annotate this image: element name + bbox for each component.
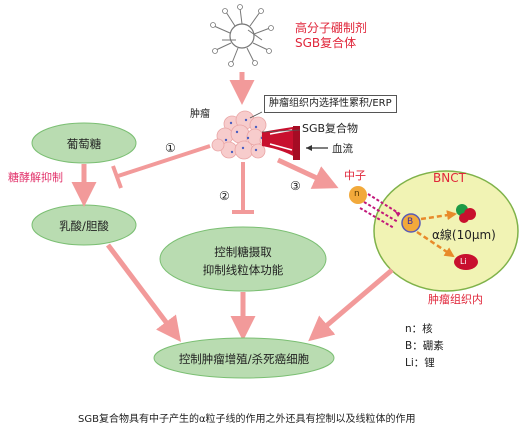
neutron-label: 中子 xyxy=(344,169,366,182)
result-oval xyxy=(153,337,335,379)
uptake-control-oval xyxy=(159,226,327,292)
step-3: ③ xyxy=(290,179,301,193)
figure-caption: SGB复合物具有中子产生的α粒子线的作用之外还具有控制以及线粒体的作用 xyxy=(78,414,416,425)
alpha-particle-icon xyxy=(456,204,476,223)
lithium-arrow xyxy=(416,230,455,258)
boron-symbol: B xyxy=(407,217,414,227)
polymer-compound-icon xyxy=(210,4,274,67)
epr-box: 肿瘤组织内选择性累积/ERP xyxy=(264,95,397,113)
legend-b: B：硼素 xyxy=(405,340,444,352)
lactate-label: 乳酸/胆酸 xyxy=(59,219,109,233)
neutron-icon xyxy=(349,186,367,204)
glucose-label: 葡萄糖 xyxy=(66,137,102,151)
uptake-control-line1: 控制糖摄取 xyxy=(214,245,272,259)
compound-name: 高分子硼制剂 xyxy=(295,21,368,35)
alpha-ray-label: α線(10μm) xyxy=(432,228,496,242)
tumor-tissue-label: 肿瘤组织内 xyxy=(428,293,483,306)
uptake-control-line2: 抑制线粒体功能 xyxy=(202,263,284,277)
lithium-symbol: Li xyxy=(460,257,467,266)
alpha-ray-arrow xyxy=(420,210,457,221)
arrow-lactate-to-result xyxy=(106,243,182,342)
lithium-icon xyxy=(454,254,478,270)
boron-icon xyxy=(401,213,421,233)
legend-li: Li：锂 xyxy=(405,357,435,369)
step-1: ① xyxy=(165,141,176,155)
sgb-label: SGB复合物 xyxy=(302,122,359,135)
tumor-label: 肿瘤 xyxy=(190,109,210,120)
arrow-bnct-to-result xyxy=(308,268,394,342)
result-label: 控制肿瘤增殖/杀死癌细胞 xyxy=(178,352,310,366)
legend-n: n：核 xyxy=(405,323,433,335)
bnct-title: BNCT xyxy=(433,171,466,185)
inhibit-glycolysis-line xyxy=(117,144,211,178)
neutron-symbol: n xyxy=(354,189,360,199)
step-2: ② xyxy=(219,189,230,203)
glucose-oval xyxy=(31,122,137,164)
bnct-region xyxy=(373,170,519,292)
arrow-tumor-to-neutron xyxy=(276,157,339,189)
blood-flow-label: 血流 xyxy=(332,143,353,155)
tumor-icon xyxy=(211,110,273,160)
glycolysis-inhibition-label: 糖酵解抑制 xyxy=(8,171,63,184)
compound-type: SGB复合体 xyxy=(295,36,357,50)
